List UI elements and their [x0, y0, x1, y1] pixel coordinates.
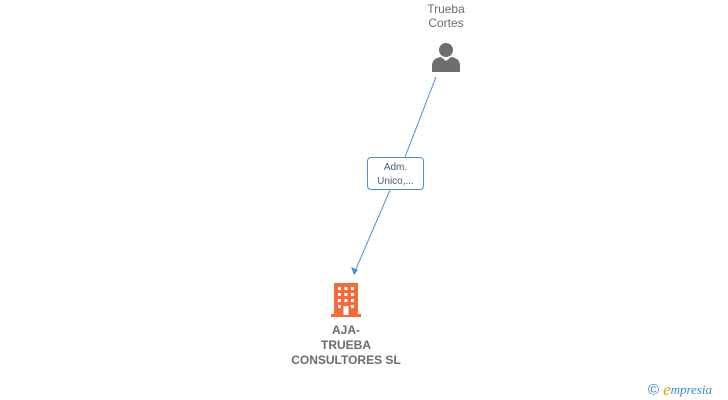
copyright-symbol: ©	[648, 381, 660, 399]
empresia-logo[interactable]: ©empresia	[648, 380, 713, 399]
edge-person-to-relation	[404, 76, 437, 158]
brand-e: e	[663, 380, 671, 399]
person-name-line1: Trueba	[427, 2, 465, 16]
company-name-line2: TRUEBA	[321, 338, 371, 352]
relation-line1: Adm.	[383, 162, 408, 173]
person-node[interactable]: Trueba Cortes	[396, 2, 496, 72]
edge-relation-to-company	[355, 189, 391, 270]
company-name: AJA- TRUEBA CONSULTORES SL	[276, 323, 416, 368]
relation-line2: Unico,...	[377, 176, 414, 187]
brand-text: mpresia	[670, 382, 713, 397]
arrowhead	[351, 267, 358, 275]
company-name-line3: CONSULTORES SL	[291, 353, 401, 367]
person-icon	[432, 43, 460, 72]
relation-label[interactable]: Adm. Unico,...	[367, 157, 424, 190]
company-name-line1: AJA-	[331, 323, 360, 337]
person-name-line2: Cortes	[428, 16, 464, 30]
building-icon	[331, 283, 361, 317]
